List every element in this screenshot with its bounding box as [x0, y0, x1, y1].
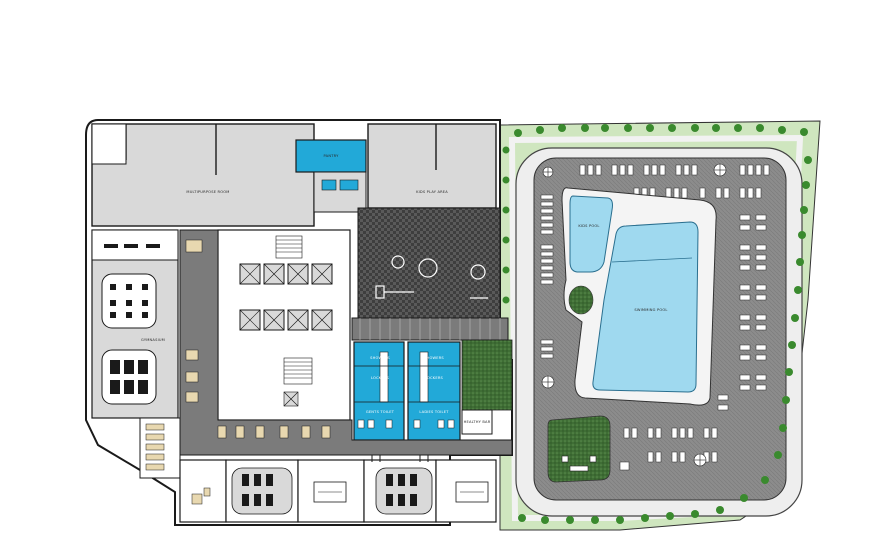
- label-pantry: PANTRY: [323, 154, 339, 158]
- deck-loungers-bottom: [619, 427, 718, 471]
- corridor-seating: [185, 239, 331, 439]
- service-core: [217, 229, 351, 421]
- pool-lawn: [568, 285, 594, 315]
- wet-areas: [353, 341, 461, 441]
- label-lockers-ladies: LOCKERS: [424, 376, 444, 380]
- pantry-service: [313, 171, 367, 213]
- courtyard-lawn: [461, 339, 513, 411]
- label-kids-pool: KIDS POOL: [578, 224, 600, 228]
- swimming-pool: [592, 221, 699, 393]
- deck-loungers-top: [579, 164, 770, 199]
- label-gymnasium: GYMNASIUM: [141, 338, 165, 342]
- label-health-bar: HEALTHY BAR: [463, 420, 491, 424]
- health-bar-room: [461, 409, 493, 435]
- entry-door: [371, 455, 429, 462]
- kids-pool: [569, 195, 613, 273]
- gym-equipment: [101, 244, 160, 405]
- label-ladies-toilet: LADIES TOILET: [419, 410, 449, 414]
- deck-loungers-right: [717, 214, 767, 411]
- deck-loungers-left: [540, 194, 554, 359]
- play-equipment: [375, 255, 488, 299]
- label-lockers-gents: LOCKERS: [370, 376, 390, 380]
- label-multipurpose-room: MULTIPURPOSE ROOM: [186, 190, 230, 194]
- kids-play-room: [367, 123, 497, 209]
- main-corridor: [179, 229, 513, 456]
- lounge-seating: [561, 455, 597, 472]
- lounge-lawn: [547, 415, 611, 483]
- activity-floor: [357, 207, 501, 319]
- label-showers-gents: SHOWERS: [370, 356, 390, 360]
- stadium-seating: [145, 423, 165, 471]
- tree-row: [502, 124, 812, 524]
- label-gents-toilet: GENTS TOILET: [365, 410, 395, 414]
- label-kids-play-area: KIDS PLAY AREA: [416, 190, 448, 194]
- label-swimming-pool: SWIMMING POOL: [634, 308, 668, 312]
- bottom-rooms: [179, 459, 497, 523]
- umbrella-icons: [541, 163, 727, 467]
- label-showers-ladies: SHOWERS: [424, 356, 444, 360]
- multipurpose-room: [91, 123, 315, 227]
